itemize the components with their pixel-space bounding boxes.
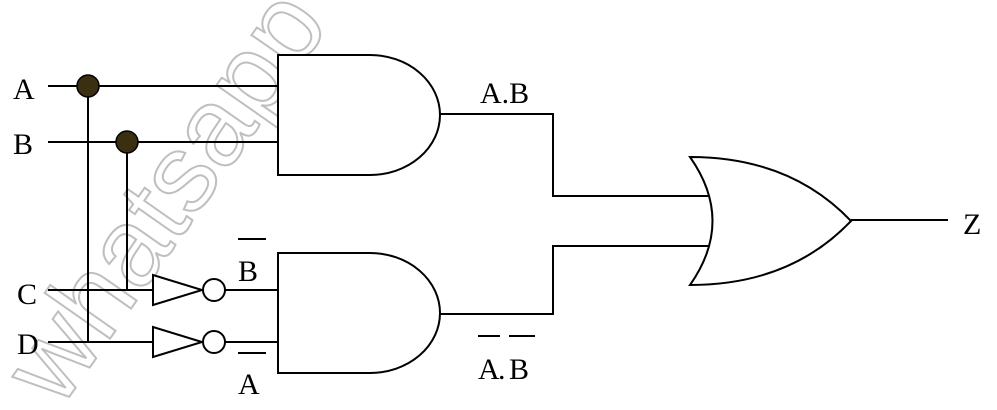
and-gate-bottom xyxy=(277,252,441,374)
or-gate xyxy=(688,155,853,287)
input-label-c: C xyxy=(17,278,37,311)
input-label-a: A xyxy=(13,73,35,106)
not-b-label: B xyxy=(238,255,258,288)
wire-and-bottom-out xyxy=(440,245,710,315)
junction-dot-b xyxy=(115,130,139,154)
not-gate-a xyxy=(152,325,226,359)
wire-and-top-out xyxy=(440,113,710,197)
input-label-d: D xyxy=(17,328,39,361)
and-bottom-expression-a: A xyxy=(478,353,500,386)
input-label-b: B xyxy=(13,128,33,161)
and-gate-top xyxy=(277,54,441,176)
and-bottom-expression-dot: . xyxy=(498,353,506,386)
and-top-expression: A.B xyxy=(480,77,529,110)
junction-dot-a xyxy=(76,74,100,98)
and-bottom-expression-b: B xyxy=(509,353,529,386)
not-gate-b xyxy=(152,273,226,307)
output-label-z: Z xyxy=(963,208,981,241)
not-a-label: A xyxy=(238,368,260,401)
